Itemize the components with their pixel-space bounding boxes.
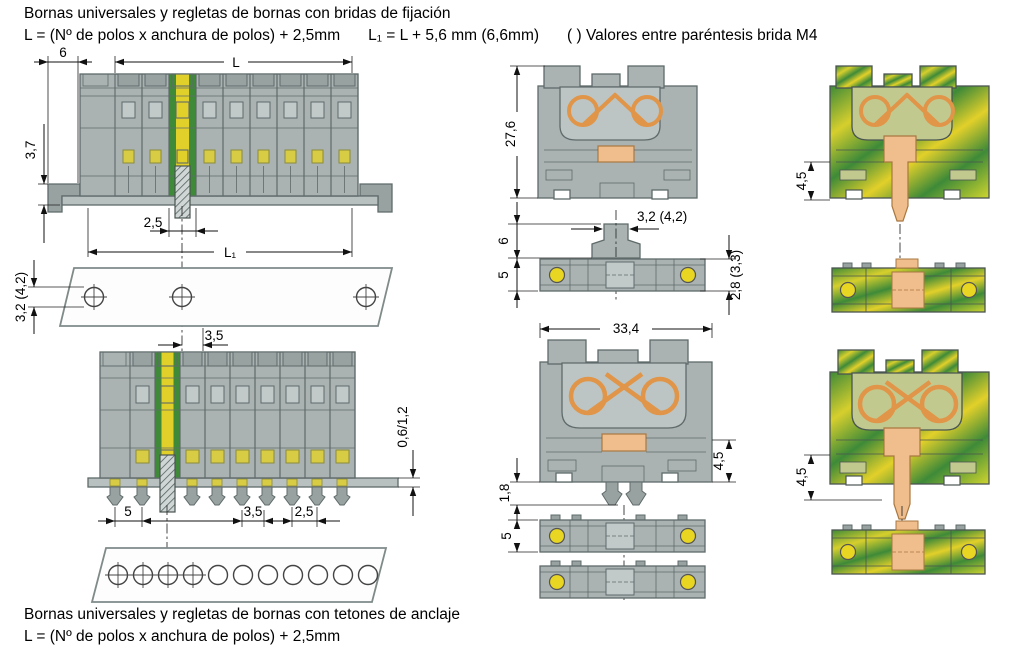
- base-plate: [61, 195, 379, 206]
- dim-length: L: [232, 55, 240, 70]
- spring-clamp: [859, 92, 955, 127]
- busbar: [601, 433, 647, 452]
- ground-terminal-side-view-bottom: 4,5: [794, 349, 990, 574]
- dim-foot-base: 5: [496, 271, 511, 279]
- dim-plate-thickness: 0,6/1,2: [395, 406, 410, 447]
- terminal-side-view-large: 33,4: [497, 321, 736, 600]
- formula-note: ( ) Valores entre paréntesis brida M4: [567, 27, 818, 44]
- stud-strip-front-view: 0,6/1,2 5 3,5 2,5: [87, 351, 420, 603]
- busbar: [597, 145, 635, 163]
- dim-rail-hole-dia: 3,2 (4,2): [13, 272, 28, 322]
- footer-title: Bornas universales y regletas de bornas …: [24, 606, 460, 623]
- pe-pin-hatched: [174, 165, 191, 219]
- terminal-bottom-view-large-2: [540, 560, 705, 598]
- dim-foot-depth: 2,8 (3,3): [728, 250, 743, 300]
- dim-stud-pole-pitch: 2,5: [295, 504, 314, 519]
- formula-l1: L₁ = L + 5,6 mm (6,6mm): [368, 27, 540, 44]
- formula-length: L = (Nº de polos x anchura de polos) + 2…: [24, 27, 341, 44]
- ground-pole-yellow: [161, 352, 174, 478]
- pe-pin-hatched: [159, 454, 176, 513]
- spring-clamp: [568, 372, 680, 416]
- spring-clamp: [567, 92, 663, 127]
- mounting-rail-view: 3,5 3,2 (4,2): [13, 260, 394, 351]
- terminal-side-view-small: 27,6: [503, 65, 698, 200]
- dim-side-height: 27,6: [503, 121, 518, 147]
- dim-lower-height: 4,5: [711, 452, 726, 471]
- anchor-stud: [625, 481, 647, 506]
- rail-strip: [58, 267, 394, 327]
- dim-total-length: L₁: [224, 245, 237, 260]
- dim-side-width: 33,4: [613, 321, 640, 336]
- dim-end-width: 6: [59, 45, 67, 60]
- dim-stud-offset: 3,5: [244, 504, 263, 519]
- dim-pe-pin-top: 4,5: [794, 172, 809, 191]
- spring-clamp: [857, 380, 959, 424]
- terminal-bottom-view-large-1: [540, 514, 705, 552]
- copper-contact-pin: [883, 135, 917, 222]
- dim-bracket-height: 3,7: [23, 141, 38, 160]
- header-title: Bornas universales y regletas de bornas …: [24, 5, 451, 22]
- anchor-stud: [601, 481, 623, 506]
- dim-pe-pin-bottom: 4,5: [794, 468, 809, 487]
- ground-terminal-bottom-view-bottom: [832, 521, 985, 574]
- dim-base-height: 5: [499, 532, 514, 540]
- header-formula: L = (Nº de polos x anchura de polos) + 2…: [24, 27, 845, 45]
- dim-anchor-stud: 1,8: [497, 484, 512, 503]
- rail-foot: [591, 223, 641, 259]
- plate-spring-windows: [109, 478, 348, 487]
- dim-foot-height: 6: [496, 237, 511, 245]
- dim-foot-width: 3,2 (4,2): [637, 209, 687, 224]
- dim-pole-pitch: 2,5: [144, 215, 163, 230]
- footer-formula: L = (Nº de polos x anchura de polos) + 2…: [24, 628, 341, 645]
- dim-rail-offset: 3,5: [205, 328, 224, 343]
- terminal-bottom-view-small: [540, 259, 705, 291]
- ground-terminal-side-view-top: 4,5: [794, 65, 990, 312]
- mounting-foot-detail: 3,2 (4,2) 6 5 2,8 (3,3): [496, 202, 743, 315]
- strip-body: [79, 73, 359, 197]
- ground-terminal-bottom-view-top: [832, 259, 985, 312]
- copper-contact-pin: [883, 427, 921, 520]
- dim-stud-pitch: 5: [124, 504, 132, 519]
- flange-strip-front-view: 6 L 3,7 2,5 L₁: [23, 45, 393, 352]
